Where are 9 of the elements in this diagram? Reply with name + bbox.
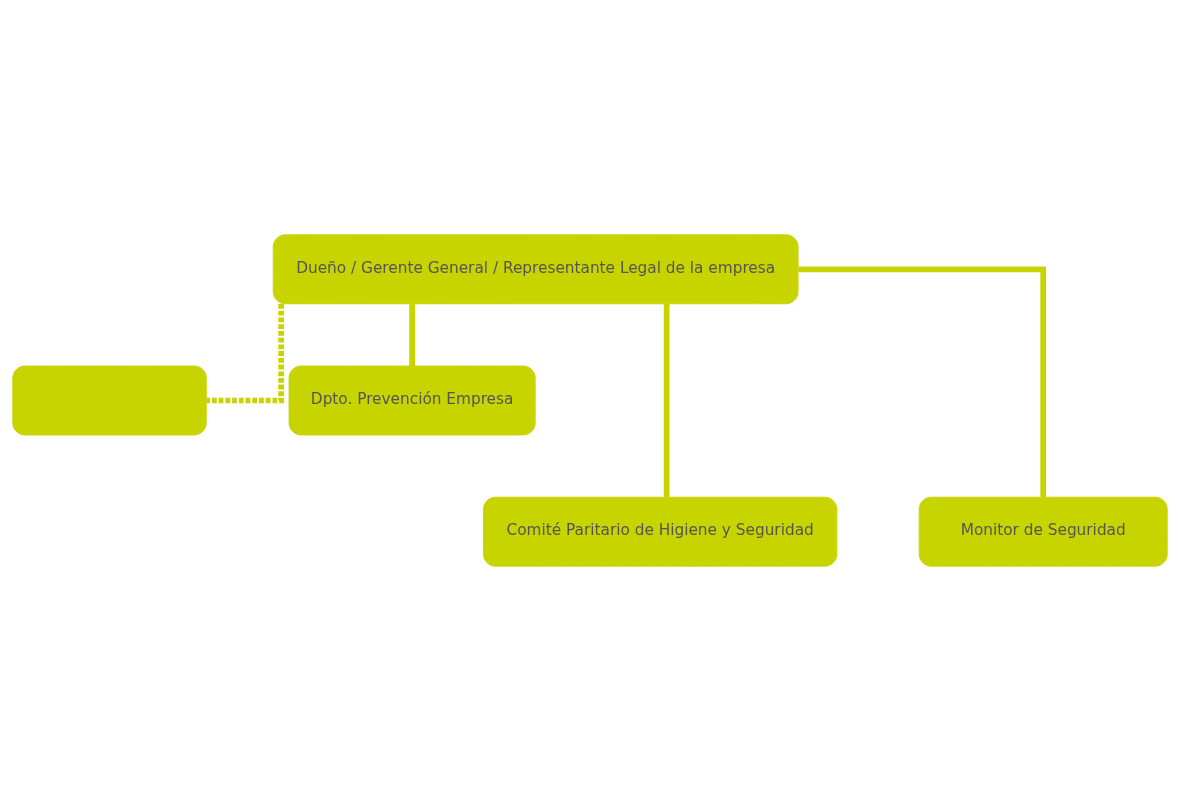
connector <box>409 304 415 366</box>
connector <box>798 266 1047 498</box>
node-box: Dpto. Prevención Empresa <box>288 365 536 436</box>
connector <box>206 304 285 404</box>
connector <box>663 303 670 498</box>
node-box: Comité Paritario de Higiene y Seguridad <box>482 496 838 567</box>
node-box: Dueño / Gerente General / Representante Legal de la empresa <box>272 234 799 305</box>
node-box <box>12 365 207 436</box>
node-box: Monitor de Seguridad <box>918 496 1168 567</box>
